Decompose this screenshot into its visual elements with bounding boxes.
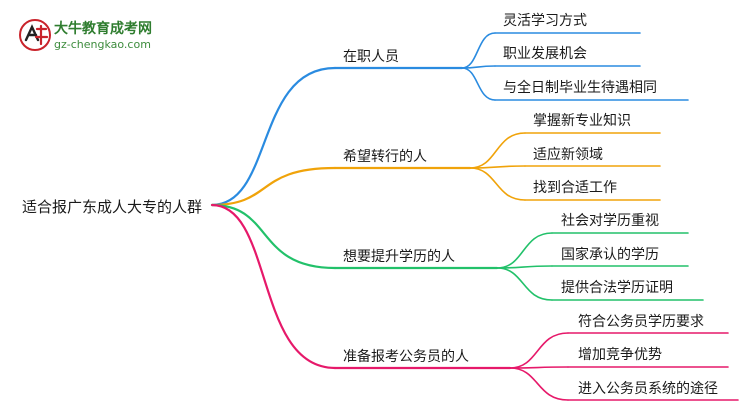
branch-to-leaf-connector	[509, 332, 569, 369]
logo-title: 大牛教育成考网	[54, 21, 152, 37]
leaf-node: 灵活学习方式	[503, 13, 587, 29]
logo-url: gz-chengkao.com	[54, 38, 151, 51]
root-to-branch-connector	[210, 66, 337, 207]
leaf-node: 增加竞争优势	[578, 346, 662, 363]
leaf-node: 掌握新专业知识	[533, 112, 631, 129]
branch-to-leaf-connector	[496, 232, 553, 269]
leaf-node: 社会对学历重视	[561, 213, 659, 229]
leaf-node: 职业发展机会	[503, 46, 587, 62]
root-to-branch-connector	[210, 166, 337, 207]
site-logo[interactable]: 大牛教育成考网 gz-chengkao.com	[18, 16, 178, 56]
branch-to-leaf-connector	[469, 167, 526, 201]
leaf-node: 符合公务员学历要求	[578, 314, 704, 330]
branch-label: 准备报考公务员的人	[343, 348, 469, 365]
leaf-node: 进入公务员系统的途径	[578, 380, 718, 397]
daniu-logo-icon	[19, 19, 51, 51]
root-to-branch-connector	[210, 203, 337, 370]
root-to-branch-connector	[210, 203, 337, 270]
leaf-node: 找到合适工作	[533, 180, 617, 196]
root-node: 适合报广东成人大专的人群	[22, 198, 202, 216]
branch-label: 想要提升学历的人	[343, 249, 455, 265]
branch-label: 希望转行的人	[343, 149, 427, 165]
mindmap-edges	[210, 32, 569, 401]
leaf-node: 适应新领域	[533, 146, 603, 163]
branch-to-leaf-connector	[469, 132, 526, 169]
branch-to-leaf-connector	[461, 67, 496, 101]
branch-to-leaf-connector	[509, 367, 569, 401]
leaf-node: 与全日制毕业生待遇相同	[503, 79, 657, 96]
mindmap-underlines	[17, 32, 739, 401]
leaf-node: 国家承认的学历	[561, 246, 659, 263]
branch-label: 在职人员	[343, 49, 399, 65]
branch-to-leaf-connector	[496, 267, 553, 301]
branch-to-leaf-connector	[461, 32, 496, 69]
leaf-node: 提供合法学历证明	[561, 280, 673, 296]
